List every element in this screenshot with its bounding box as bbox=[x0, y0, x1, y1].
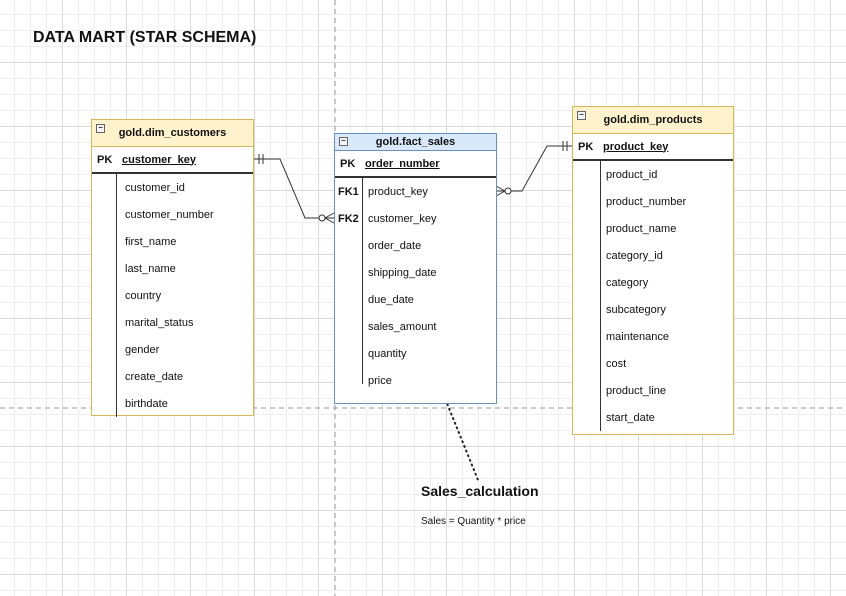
field-name: category bbox=[606, 276, 649, 289]
field-name: customer_number bbox=[125, 208, 214, 221]
field-name: gender bbox=[125, 343, 160, 356]
fk-label: FK2 bbox=[338, 212, 359, 225]
field-name: marital_status bbox=[125, 316, 194, 329]
field-row: country bbox=[92, 282, 253, 309]
field-row: FK2 customer_key bbox=[335, 205, 496, 232]
pk-label: PK bbox=[97, 153, 113, 166]
field-row: last_name bbox=[92, 255, 253, 282]
field-row: product_number bbox=[573, 188, 733, 215]
field-row: gender bbox=[92, 336, 253, 363]
pk-label: PK bbox=[578, 140, 594, 153]
relationship-sales-products bbox=[495, 141, 572, 197]
entity-header[interactable]: − gold.fact_sales bbox=[335, 134, 496, 151]
collapse-icon[interactable]: − bbox=[577, 111, 586, 120]
field-name: maintenance bbox=[606, 330, 669, 343]
field-row: birthdate bbox=[92, 390, 253, 417]
field-list: customer_id customer_number first_name l… bbox=[92, 174, 253, 417]
field-list: FK1 product_key FK2 customer_key order_dat… bbox=[335, 178, 496, 394]
field-name: start_date bbox=[606, 411, 655, 424]
pk-field: product_key bbox=[603, 140, 669, 153]
pk-field: order_number bbox=[365, 157, 440, 170]
entity-name: gold.dim_products bbox=[603, 114, 703, 126]
diagram-title: DATA MART (STAR SCHEMA) bbox=[33, 29, 257, 46]
pk-row: PK customer_key bbox=[92, 147, 253, 174]
field-row: subcategory bbox=[573, 296, 733, 323]
field-row: customer_number bbox=[92, 201, 253, 228]
field-name: customer_key bbox=[368, 212, 437, 225]
entity-dim-products[interactable]: − gold.dim_products PK product_key produ… bbox=[572, 106, 734, 435]
entity-header[interactable]: − gold.dim_customers bbox=[92, 120, 253, 147]
field-name: create_date bbox=[125, 370, 184, 383]
field-row: category_id bbox=[573, 242, 733, 269]
column-separator bbox=[116, 174, 117, 417]
entity-name: gold.dim_customers bbox=[118, 127, 227, 139]
pk-row: PK product_key bbox=[573, 134, 733, 161]
entity-dim-customers[interactable]: − gold.dim_customers PK customer_key cus… bbox=[91, 119, 254, 417]
field-name: cost bbox=[606, 357, 627, 370]
pk-label: PK bbox=[340, 157, 356, 170]
field-row: category bbox=[573, 269, 733, 296]
field-name: sales_amount bbox=[368, 320, 437, 333]
field-row: customer_id bbox=[92, 174, 253, 201]
field-name: subcategory bbox=[606, 303, 666, 316]
field-row: FK1 product_key bbox=[335, 178, 496, 205]
field-row: product_name bbox=[573, 215, 733, 242]
field-name: category_id bbox=[606, 249, 663, 262]
field-name: country bbox=[125, 289, 162, 302]
field-row: sales_amount bbox=[335, 313, 496, 340]
field-name: quantity bbox=[368, 347, 407, 360]
field-row: product_line bbox=[573, 377, 733, 404]
field-name: due_date bbox=[368, 293, 414, 306]
field-row: start_date bbox=[573, 404, 733, 431]
relationship-customers-sales bbox=[254, 154, 335, 224]
field-row: due_date bbox=[335, 286, 496, 313]
collapse-icon[interactable]: − bbox=[339, 137, 348, 146]
field-name: product_line bbox=[606, 384, 666, 397]
entity-fact-sales[interactable]: − gold.fact_sales PK order_number FK1 pro… bbox=[334, 133, 497, 404]
pk-field: customer_key bbox=[122, 153, 196, 166]
collapse-icon[interactable]: − bbox=[96, 124, 105, 133]
field-row: product_id bbox=[573, 161, 733, 188]
entity-header[interactable]: − gold.dim_products bbox=[573, 107, 733, 134]
note-title[interactable]: Sales_calculation bbox=[421, 483, 539, 499]
field-name: first_name bbox=[125, 235, 177, 248]
field-name: product_id bbox=[606, 168, 658, 181]
field-row: shipping_date bbox=[335, 259, 496, 286]
field-row: cost bbox=[573, 350, 733, 377]
pk-row: PK order_number bbox=[335, 151, 496, 178]
field-name: birthdate bbox=[125, 397, 168, 410]
fk-label: FK1 bbox=[338, 185, 359, 198]
field-name: order_date bbox=[368, 239, 422, 252]
field-row: first_name bbox=[92, 228, 253, 255]
field-row: price bbox=[335, 367, 496, 394]
field-row: quantity bbox=[335, 340, 496, 367]
column-separator bbox=[362, 178, 363, 384]
field-name: product_number bbox=[606, 195, 687, 208]
field-row: maintenance bbox=[573, 323, 733, 350]
field-name: price bbox=[368, 374, 392, 387]
field-row: order_date bbox=[335, 232, 496, 259]
note-text[interactable]: Sales = Quantity * price bbox=[421, 516, 526, 527]
field-name: product_key bbox=[368, 185, 428, 198]
field-name: last_name bbox=[125, 262, 176, 275]
field-row: create_date bbox=[92, 363, 253, 390]
field-name: customer_id bbox=[125, 181, 185, 194]
column-separator bbox=[600, 161, 601, 431]
field-name: product_name bbox=[606, 222, 677, 235]
field-name: shipping_date bbox=[368, 266, 437, 279]
field-list: product_id product_number product_name c… bbox=[573, 161, 733, 431]
entity-name: gold.fact_sales bbox=[375, 136, 456, 148]
field-row: marital_status bbox=[92, 309, 253, 336]
